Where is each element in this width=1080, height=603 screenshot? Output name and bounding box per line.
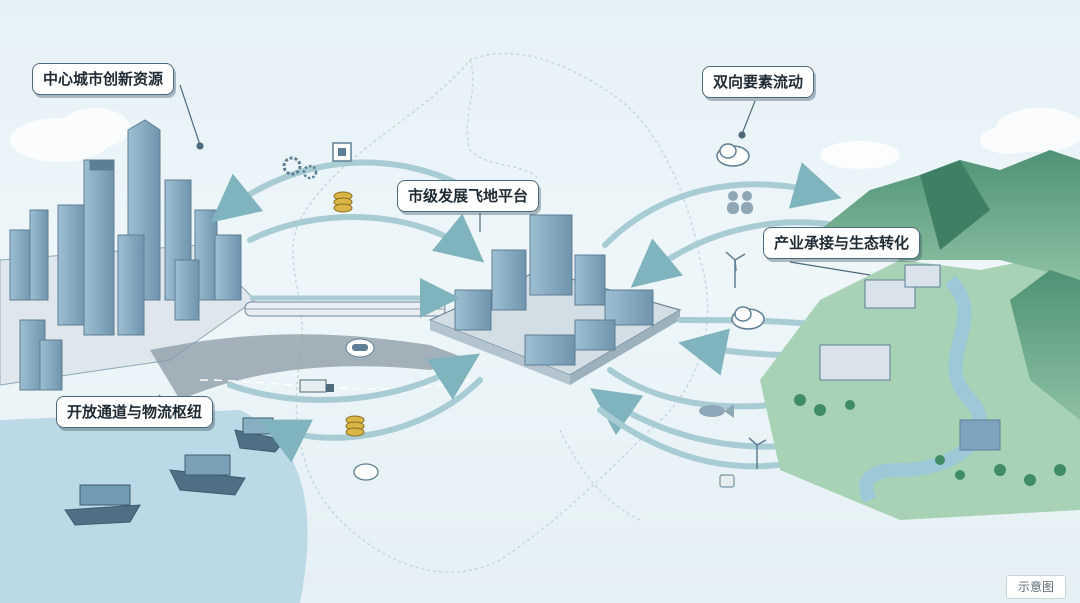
wind-turbine-icon-2 <box>748 437 767 469</box>
background-map-outline <box>292 52 709 573</box>
cloud-icon <box>716 143 750 167</box>
enclave-platform <box>428 214 682 385</box>
chip-icon <box>332 142 352 162</box>
eco-zone <box>760 150 1080 520</box>
label-industry-ecology: 产业承接与生态转化 <box>763 227 921 259</box>
car-icon <box>345 338 375 358</box>
schematic-badge: 示意图 <box>1006 575 1066 599</box>
background-clouds <box>10 108 1080 169</box>
people-icon <box>727 191 753 214</box>
fish-icon <box>699 404 734 418</box>
cloud-icon-3 <box>353 463 379 481</box>
battery-icon <box>719 474 735 488</box>
highway-road <box>150 334 470 400</box>
label-two-way-flow: 双向要素流动 <box>702 66 815 98</box>
truck-icon <box>299 379 334 393</box>
coin-stack-icon-2 <box>345 415 365 437</box>
harbor-water <box>0 410 308 603</box>
label-central-city-innovation: 中心城市创新资源 <box>32 63 175 95</box>
city-buildings <box>9 119 242 391</box>
flow-arrows-left <box>210 159 485 463</box>
coin-stack-icon <box>333 191 353 213</box>
label-open-channel-logistics: 开放通道与物流枢纽 <box>56 396 214 428</box>
label-city-enclave-platform: 市级发展飞地平台 <box>397 180 540 212</box>
gear-icon <box>282 156 318 180</box>
cloud-icon-2 <box>731 306 765 330</box>
wind-turbine-icon <box>725 251 746 288</box>
